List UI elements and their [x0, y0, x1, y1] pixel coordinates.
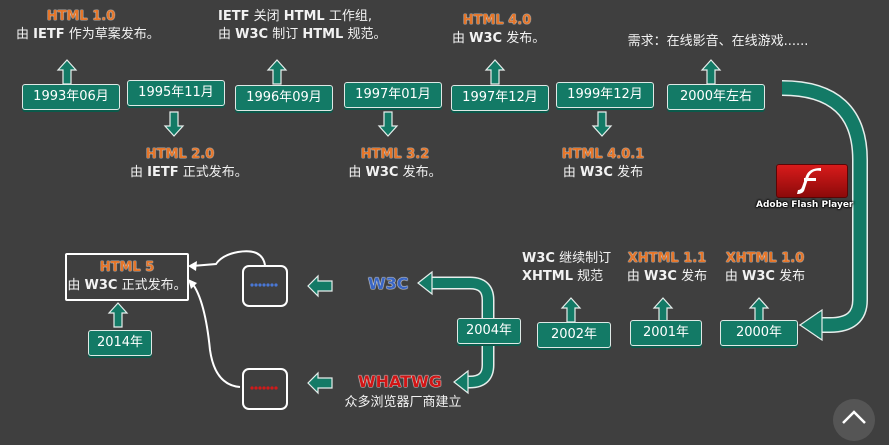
date-1997-01: 1997年01月	[344, 82, 442, 108]
arrow-up-2002	[561, 297, 581, 323]
flash-player-logo	[776, 164, 848, 198]
date-1999-12: 1999年12月	[556, 82, 654, 108]
event-html-2-0: HTML 2.0 由 IETF 正式发布。	[130, 147, 248, 180]
event-xhtml-1-0: XHTML 1.0 由 W3C 发布	[722, 250, 808, 286]
flash-icon	[797, 168, 821, 194]
event-html-4-0: HTML 4.0 由 W3C 发布。	[452, 13, 546, 46]
uturn-arrowhead	[798, 308, 823, 342]
arrow-up-1996	[267, 59, 287, 85]
w3c-label: W3C	[368, 274, 409, 293]
date-2004: 2004年	[457, 318, 521, 344]
curve-whatwg-to-html5	[191, 282, 241, 388]
whatwg-subtitle: 众多浏览器厂商建立	[344, 395, 462, 410]
connector-layer	[57, 59, 868, 395]
arrow-up-2000	[749, 297, 769, 323]
date-2000-approx: 2000年左右	[667, 84, 765, 110]
arrow-up-1997-12	[485, 59, 505, 85]
date-1997-12: 1997年12月	[451, 85, 549, 111]
event-html-1-0: HTML 1.0 由 IETF 作为草案发布。	[16, 9, 160, 42]
whatwg-label: WHATWG	[358, 372, 442, 391]
arrow-up-1993	[57, 59, 77, 85]
event-demand: 需求：在线影音、在线游戏......	[627, 34, 809, 49]
flash-player-label: Adobe Flash Player	[756, 200, 854, 210]
w3c-draft-box	[242, 265, 288, 307]
event-ietf-close: IETF 关闭 HTML 工作组, 由 W3C 制订 HTML 规范。	[218, 9, 387, 42]
date-2000: 2000年	[720, 320, 798, 346]
uturn-path	[781, 81, 867, 332]
arrow-down-1995	[164, 111, 184, 137]
version-label: HTML 2.0	[145, 147, 215, 162]
arrow-left-whatwg	[307, 372, 333, 394]
arrow-left-w3c	[307, 275, 333, 297]
version-label: HTML 4.0	[462, 13, 532, 28]
chevron-up-icon	[842, 410, 866, 424]
version-label: HTML 1.0	[46, 9, 116, 24]
version-label: HTML 3.2	[360, 147, 430, 162]
date-2002: 2002年	[537, 322, 611, 348]
date-1995-11: 1995年11月	[127, 80, 225, 106]
date-2014: 2014年	[88, 330, 152, 356]
version-label: XHTML 1.0	[725, 251, 805, 266]
event-html-3-2: HTML 3.2 由 W3C 发布。	[345, 146, 445, 182]
whatwg-draft-box	[242, 368, 288, 410]
arrow-down-1999	[592, 111, 612, 137]
red-dots-icon	[250, 386, 278, 390]
fork-w3c-path	[430, 278, 493, 340]
date-2001: 2001年	[630, 320, 702, 346]
version-label: HTML 4.0.1	[561, 147, 645, 162]
scroll-to-top-button[interactable]	[833, 399, 875, 441]
arrow-up-2014	[108, 302, 128, 328]
event-html-4-0-1: HTML 4.0.1 由 W3C 发布	[558, 146, 648, 182]
fork-whatwg-path	[466, 330, 493, 387]
html5-box: HTML 5 由 W3C 正式发布。	[65, 253, 189, 301]
curve-w3c-to-html5	[191, 250, 266, 267]
event-w3c-continue: W3C 继续制订 XHTML 规范	[522, 251, 612, 284]
arrow-down-1997-01	[378, 111, 398, 137]
arrow-up-2000s	[701, 59, 721, 85]
date-1993-06: 1993年06月	[22, 84, 120, 110]
blue-dots-icon	[250, 283, 278, 287]
version-label: HTML 5	[99, 260, 155, 275]
event-xhtml-1-1: XHTML 1.1 由 W3C 发布	[624, 250, 710, 286]
date-1996-09: 1996年09月	[235, 85, 333, 111]
version-label: XHTML 1.1	[627, 251, 707, 266]
arrow-up-2001	[653, 297, 673, 323]
